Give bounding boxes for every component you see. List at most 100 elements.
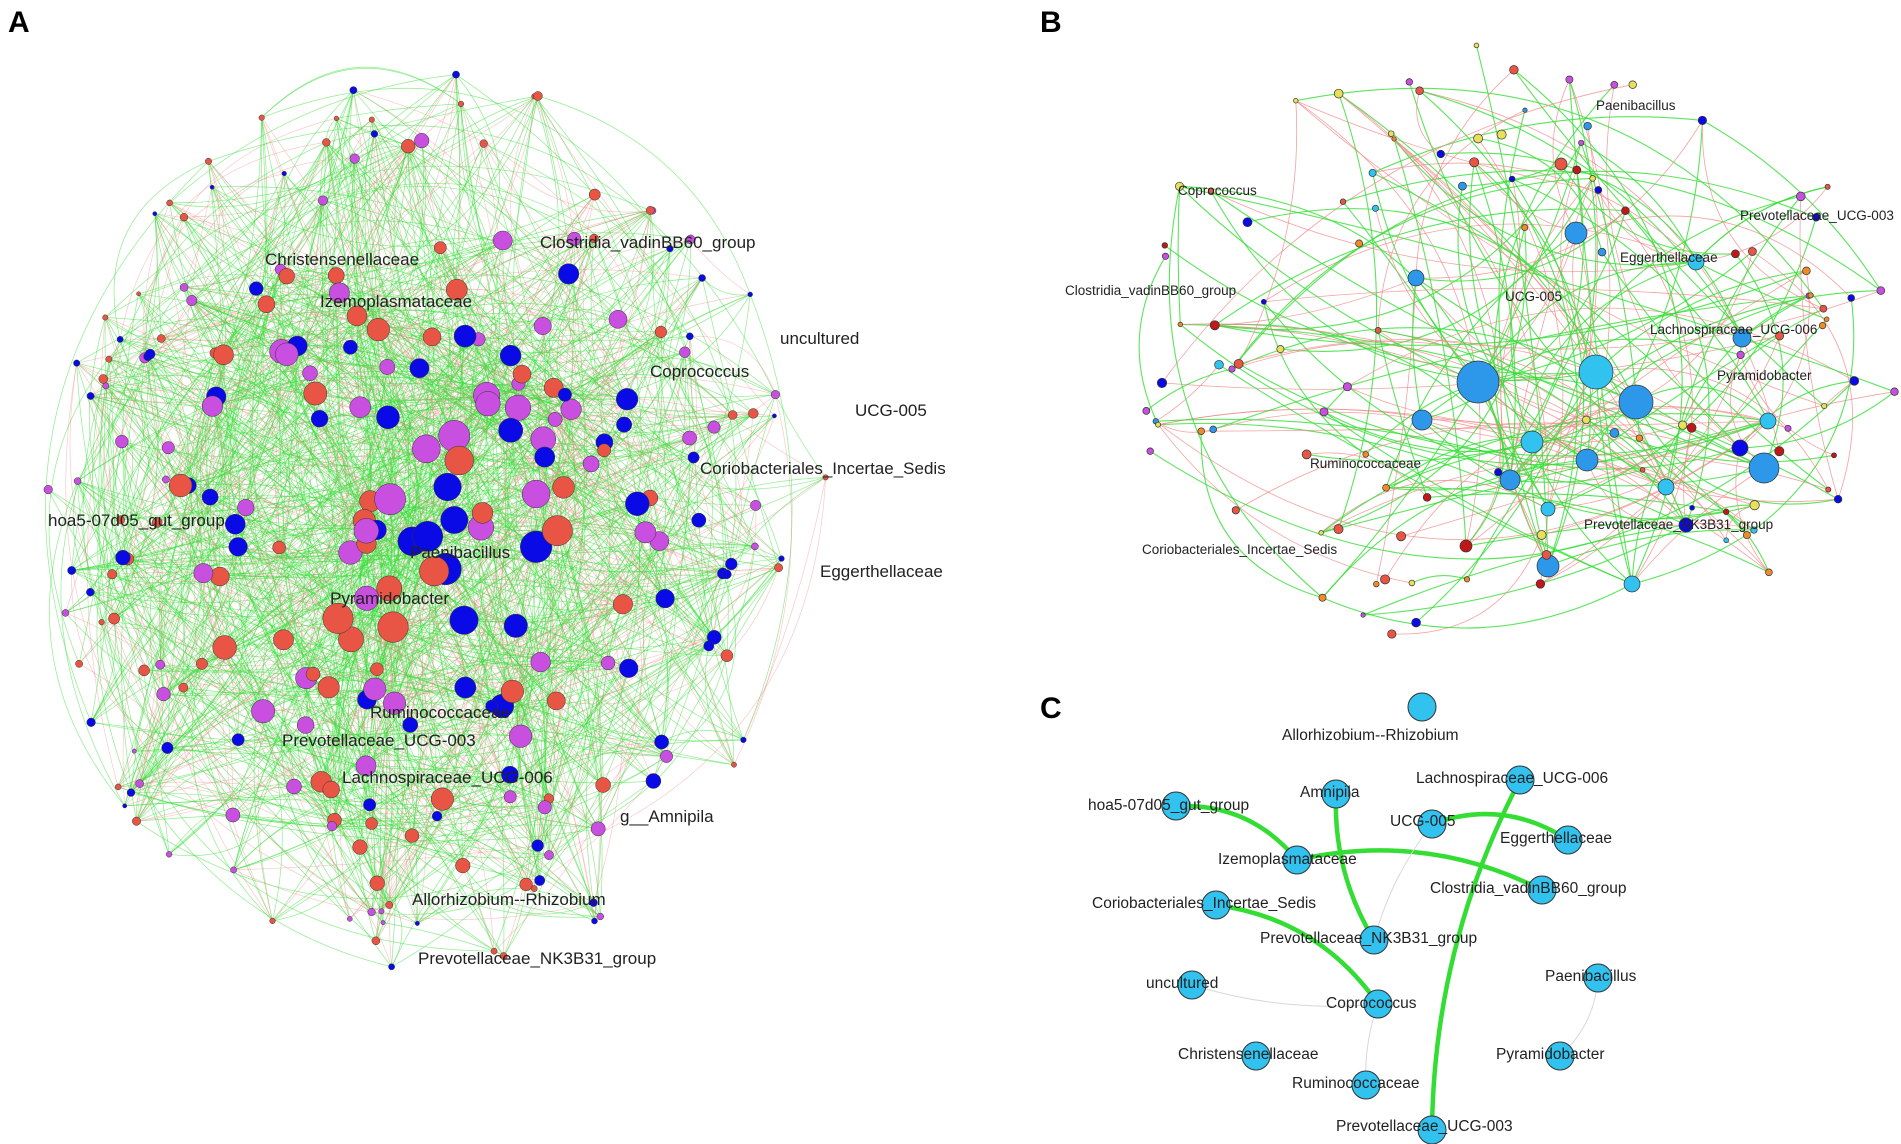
positive-edge (369, 133, 420, 369)
network-node (286, 778, 302, 795)
positive-edge (510, 355, 735, 765)
network-node (731, 761, 737, 768)
network-node (1318, 530, 1324, 536)
positive-edge (1342, 170, 1882, 292)
negative-edge (331, 558, 782, 827)
network-node (278, 268, 295, 285)
network-node (379, 358, 396, 375)
positive-edge (143, 435, 455, 671)
positive-edge (169, 786, 295, 857)
panel-a-taxon-label: unc​ultured (780, 329, 859, 348)
network-node (1819, 304, 1828, 313)
network-node (1494, 468, 1503, 477)
positive-edge (689, 336, 710, 647)
positive-edge (183, 687, 521, 762)
network-node (1368, 168, 1377, 177)
positive-edge (349, 90, 519, 409)
positive-edge (604, 442, 710, 647)
network-node (402, 717, 419, 733)
negative-edge (180, 329, 379, 486)
negative-edge (1161, 84, 1633, 384)
network-node (654, 734, 669, 750)
network-node (383, 691, 406, 715)
positive-edge (365, 765, 549, 799)
positive-edge (1419, 90, 1578, 567)
network-node (201, 395, 224, 417)
panel-a-taxon-label: Christensenellaceae (265, 250, 419, 269)
panel-a-letter: A (8, 6, 30, 39)
network-node (102, 382, 110, 390)
network-node (102, 314, 109, 321)
positive-edge (108, 90, 354, 360)
positive-edge (154, 213, 690, 353)
positive-edge (169, 74, 457, 204)
network-node (1207, 187, 1214, 195)
network-node (433, 241, 447, 255)
positive-edge (1665, 318, 1828, 488)
network-node (1575, 448, 1599, 472)
network-node (1554, 157, 1568, 171)
network-node (1355, 239, 1364, 248)
panel-a-taxon-label: g__Amnipila (620, 807, 714, 826)
network-node (1825, 486, 1832, 493)
panel-c-taxon-label: Pyramidobacter (1496, 1046, 1605, 1063)
positive-edge (365, 325, 551, 767)
positive-edge (223, 354, 549, 799)
network-node (213, 344, 234, 366)
positive-edge (212, 240, 503, 407)
positive-edge (332, 90, 527, 885)
positive-edge (212, 405, 365, 521)
positive-edge (296, 345, 361, 782)
positive-edge (1145, 368, 1233, 412)
positive-edge (1509, 295, 1809, 481)
positive-edge (184, 200, 324, 288)
network-node (454, 676, 477, 699)
positive-edge (376, 798, 443, 884)
negative-edge (224, 500, 371, 648)
panel-c-nodes (1161, 692, 1613, 1144)
positive-edge (371, 119, 694, 458)
network-node (457, 100, 465, 107)
positive-edge (76, 362, 133, 520)
positive-edge (112, 524, 236, 578)
network-node (747, 291, 753, 298)
positive-edge (1513, 69, 1683, 585)
network-node (547, 412, 563, 427)
positive-edge (1179, 185, 1479, 383)
negative-edge (119, 142, 327, 340)
network-node (512, 364, 532, 384)
positive-edge (214, 238, 575, 354)
positive-edge (100, 385, 161, 665)
positive-edge (290, 373, 351, 553)
network-node (1849, 376, 1860, 386)
network-node (205, 157, 212, 165)
negative-edge (1552, 79, 1577, 234)
negative-edge (1214, 277, 1417, 326)
negative-edge (101, 576, 221, 629)
network-node (376, 575, 403, 602)
positive-edge (143, 670, 168, 749)
network-node (378, 908, 385, 915)
positive-edge (277, 275, 337, 675)
positive-edge (1214, 323, 1549, 510)
positive-edge (381, 536, 489, 912)
panel-b-taxon-label: Ruminococcaceae (1310, 456, 1421, 471)
network-node (61, 609, 70, 617)
positive-edge (1478, 137, 1603, 253)
network-node (1833, 495, 1843, 504)
negative-edge (100, 317, 161, 665)
negative-edge (1393, 138, 1687, 526)
positive-edge (563, 487, 699, 529)
negative-edge (417, 238, 616, 924)
positive-edge (1213, 294, 1811, 430)
negative-edge (136, 355, 511, 822)
network-node (1359, 925, 1389, 955)
network-node (1748, 452, 1780, 484)
positive-edge (1473, 162, 1516, 481)
network-node (1228, 365, 1236, 373)
network-node (1583, 963, 1613, 993)
positive-edge (168, 531, 646, 855)
network-node (1578, 139, 1585, 146)
network-node (115, 434, 129, 449)
network-node (225, 807, 241, 823)
